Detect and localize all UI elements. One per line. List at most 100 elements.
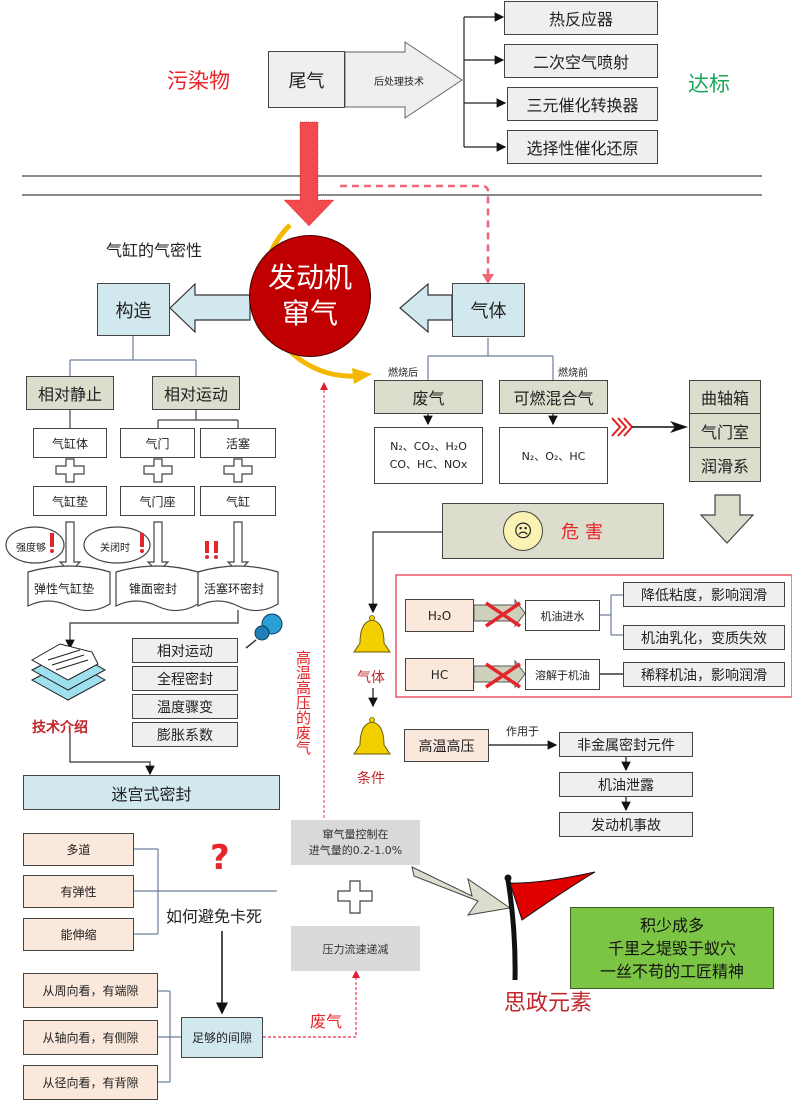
moving-box: 相对运动 (152, 376, 240, 410)
engine-blowby-circle: 发动机 窜气 (249, 235, 371, 357)
location-label: 气门室 (700, 422, 749, 442)
exhaust-box: 尾气 (268, 51, 345, 108)
effect-label: 溶解于机油 (535, 668, 590, 682)
bell-icon-gas (353, 615, 391, 653)
chain-label: 机油泄露 (598, 777, 654, 794)
acts-on-label: 作用于 (506, 725, 539, 738)
part-valve: 气门 (120, 428, 195, 458)
static-label: 相对静止 (37, 385, 102, 404)
location-label: 润滑系 (700, 456, 749, 476)
result-emulsify: 机油乳化，变质失效 (623, 625, 785, 650)
part-label: 气缸 (225, 494, 250, 509)
mixture-label: 可燃混合气 (513, 389, 594, 408)
feature-expansion: 膨胀系数 (132, 722, 238, 747)
result-label: 降低粘度，影响润滑 (641, 587, 767, 604)
treatment-label: 选择性催化还原 (526, 139, 639, 158)
mixture-components-box: N₂、O₂、HC (499, 427, 608, 484)
exhaust-gas-label: 废气 (412, 389, 445, 408)
aftertreatment-label: 后处理技术 (374, 77, 424, 88)
engine-label-line1: 发动机 (267, 261, 352, 294)
treatment-label: 三元催化转换器 (526, 96, 639, 115)
harm-detail-frame (395, 574, 792, 698)
bell-icon-condition (353, 717, 391, 755)
exhaust-label: 尾气 (288, 70, 325, 92)
source-h2o: H₂O (405, 599, 474, 632)
treatment-label: 热反应器 (548, 10, 613, 29)
part-label: 气门座 (139, 494, 176, 509)
flag-icon (504, 871, 596, 981)
pressure-decrease-label: 压力流速递减 (322, 942, 389, 956)
treatment-secondary-air: 二次空气喷射 (504, 44, 658, 78)
seal-cone: 锥面密封 (129, 582, 178, 596)
enough-gap-box: 足够的间隙 (181, 1017, 263, 1058)
blowby-control-box: 窜气量控制在 进气量的0.2-1.0% (291, 820, 420, 865)
structure-box: 构造 (97, 283, 170, 336)
pushpin-icon (245, 613, 283, 649)
location-label: 曲轴箱 (700, 389, 749, 408)
left-arrow-structure (169, 282, 251, 334)
result-dilute: 稀释机油，影响润滑 (623, 662, 785, 687)
high-temp-pressure-label: 高温高压 (418, 738, 475, 755)
vertical-high-temp-exhaust-note: 高温高压的废气 (294, 650, 312, 755)
bell-condition-label: 条件 (357, 771, 385, 787)
result-viscosity: 降低粘度，影响润滑 (623, 582, 785, 607)
feature-full-seal: 全程密封 (132, 666, 238, 691)
bubble-strength-text: 强度够 (16, 543, 46, 554)
plus-connectors (55, 458, 253, 483)
document-stack-icon (30, 643, 107, 701)
source-label: H₂O (427, 608, 452, 623)
result-label: 稀释机油，影响润滑 (641, 667, 767, 684)
part-cylinder: 气缸 (200, 486, 276, 516)
feature-label: 全程密封 (157, 671, 213, 688)
sad-face-icon: ☹ (503, 511, 544, 551)
chain-oil-leak: 机油泄露 (559, 772, 693, 797)
exclamation-icons (50, 533, 218, 559)
part-label: 活塞 (225, 436, 250, 451)
harm-title: 危 害 (561, 522, 603, 543)
ideology-line: 积少成多 (639, 915, 704, 935)
location-lubrication: 润滑系 (689, 447, 761, 482)
effect-label: 机油进水 (540, 609, 585, 623)
static-box: 相对静止 (26, 376, 114, 410)
gap-back: 从径向看，有背隙 (23, 1065, 158, 1100)
treatment-three-way-catalyst: 三元催化转换器 (507, 87, 658, 121)
plus-icon (337, 880, 373, 914)
effect-dissolve: 溶解于机油 (525, 659, 600, 690)
chain-engine-accident: 发动机事故 (559, 812, 693, 837)
location-crankcase: 曲轴箱 (689, 380, 761, 414)
tech-intro-label: 技术介绍 (32, 720, 88, 736)
property-multiple: 多道 (23, 833, 134, 866)
mixture-components-label: N₂、O₂、HC (521, 449, 586, 463)
exhaust-gas-box: 废气 (374, 380, 483, 414)
part-cylinder-block: 气缸体 (33, 428, 107, 458)
seal-documents (27, 565, 279, 612)
exhaust-components-line1: N₂、CO₂、H₂O (390, 439, 467, 453)
bubble-closed-text: 关闭时 (100, 543, 130, 554)
treatment-scr: 选择性催化还原 (507, 130, 658, 164)
engine-label-line2: 窜气 (281, 297, 338, 330)
cylinder-tightness-label: 气缸的气密性 (106, 241, 203, 260)
part-label: 气缸垫 (51, 494, 88, 509)
standard-label: 达标 (688, 72, 730, 96)
part-label: 气门 (145, 436, 170, 451)
aftertreatment-arrow (344, 41, 463, 119)
exhaust-components-line2: CO、HC、NOx (389, 457, 468, 471)
property-elastic: 有弹性 (23, 875, 134, 908)
result-label: 机油乳化，变质失效 (641, 630, 767, 647)
gap-end: 从周向看，有端隙 (23, 973, 158, 1008)
pressure-decrease-box: 压力流速递减 (291, 926, 420, 971)
effect-water-in-oil: 机油进水 (525, 600, 600, 631)
high-temp-pressure-box: 高温高压 (404, 729, 489, 762)
red-down-arrow (283, 121, 335, 227)
blowby-control-line2: 进气量的0.2-1.0% (308, 843, 403, 857)
source-hc: HC (405, 658, 474, 691)
feature-label: 温度骤变 (157, 699, 213, 716)
source-label: HC (430, 667, 449, 682)
chain-nonmetal-seal: 非金属密封元件 (559, 732, 693, 757)
gap-label: 从径向看，有背隙 (42, 1076, 139, 1090)
treatment-label: 二次空气喷射 (532, 53, 629, 72)
bell-gas-label: 气体 (357, 670, 385, 686)
part-label: 气缸体 (51, 436, 88, 451)
moving-label: 相对运动 (163, 385, 228, 404)
